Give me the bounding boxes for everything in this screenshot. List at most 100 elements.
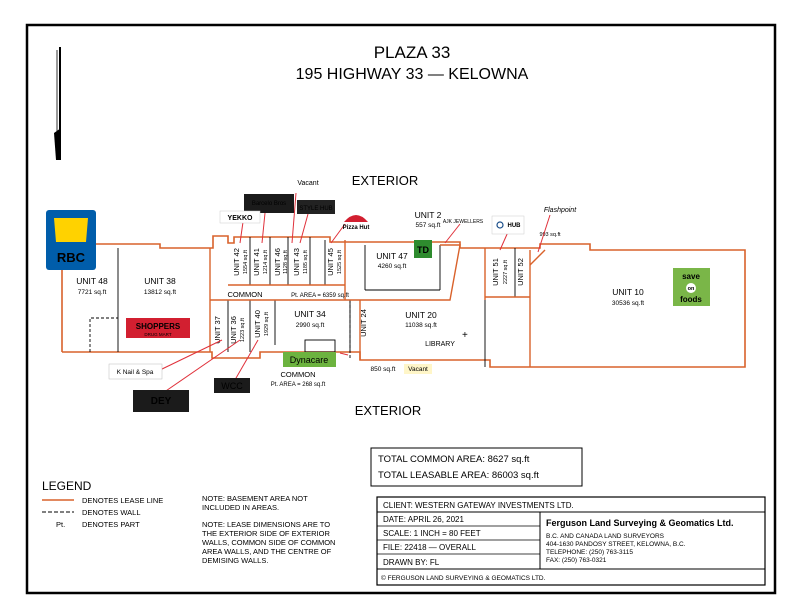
vacant-top-label: Vacant: [297, 180, 318, 187]
svg-text:DENOTES WALL: DENOTES WALL: [82, 508, 140, 517]
svg-text:HUB: HUB: [508, 223, 522, 229]
svg-text:WALLS, COMMON SIDE OF COMMON: WALLS, COMMON SIDE OF COMMON: [202, 538, 335, 547]
yekko-logo: YEKKO: [219, 210, 261, 224]
common-note-2: Pt. AREA = 268 sq.ft: [271, 382, 326, 388]
svg-text:YEKKO: YEKKO: [228, 215, 253, 222]
svg-text:AJK JEWELLERS: AJK JEWELLERS: [443, 219, 484, 225]
svg-text:11038 sq.ft: 11038 sq.ft: [405, 322, 437, 329]
common-note-1: Pt. AREA = 6359 sq.ft: [291, 293, 349, 299]
svg-text:2990 sq.ft: 2990 sq.ft: [296, 322, 325, 329]
svg-text:on: on: [688, 286, 695, 292]
svg-text:THE EXTERIOR SIDE OF EXTERIOR: THE EXTERIOR SIDE OF EXTERIOR: [202, 529, 331, 538]
wcc-logo: WCC: [214, 378, 250, 393]
svg-text:UNIT 36: UNIT 36: [229, 316, 238, 344]
td-logo: TD: [414, 240, 432, 258]
svg-text:DRUG MART: DRUG MART: [144, 332, 171, 337]
client-field: CLIENT: WESTERN GATEWAY INVESTMENTS LTD.: [383, 501, 574, 510]
legend: LEGEND DENOTES LEASE LINE DENOTES WALL P…: [42, 479, 163, 529]
svg-text:Vacant: Vacant: [408, 366, 428, 373]
file-field: FILE: 22418 — OVERALL: [383, 543, 476, 552]
unit-34-label: UNIT 34 2990 sq.ft: [294, 309, 326, 329]
drawn-by-field: DRAWN BY: FL: [383, 558, 440, 567]
svg-text:1214 sq.ft: 1214 sq.ft: [263, 249, 269, 274]
unit-10-label: UNIT 10 30536 sq.ft: [612, 287, 644, 307]
svg-text:UNIT 45: UNIT 45: [326, 248, 335, 276]
svg-text:TELEPHONE: (250) 763-3115: TELEPHONE: (250) 763-3115: [546, 549, 633, 556]
rbc-logo: RBC: [46, 210, 96, 270]
company-name: Ferguson Land Surveying & Geomatics Ltd.: [546, 518, 734, 528]
unit-36-label: UNIT 36 1223 sq.ft: [229, 316, 246, 344]
library-plus-icon: +: [462, 330, 468, 341]
svg-text:NOTE: BASEMENT AREA NOT: NOTE: BASEMENT AREA NOT: [202, 494, 308, 503]
plan-title: PLAZA 33: [374, 43, 451, 62]
svg-text:UNIT 37: UNIT 37: [213, 316, 222, 344]
svg-text:UNIT 10: UNIT 10: [612, 287, 644, 297]
svg-text:1929 sq.ft: 1929 sq.ft: [264, 311, 270, 336]
legend-title: LEGEND: [42, 479, 92, 493]
copyright: © FERGUSON LAND SURVEYING & GEOMATICS LT…: [381, 574, 546, 582]
svg-text:DENOTES PART: DENOTES PART: [82, 520, 140, 529]
lease-lines: [209, 240, 546, 367]
svg-text:2227 sq.ft: 2227 sq.ft: [503, 259, 509, 284]
unit-labels: UNIT 48 7721 sq.ft UNIT 38 13812 sq.ft U…: [76, 210, 644, 344]
style-hub-logo: STYLE HUB: [297, 200, 335, 214]
svg-text:1223 sq.ft: 1223 sq.ft: [240, 317, 246, 342]
svg-text:UNIT 40: UNIT 40: [253, 310, 262, 338]
shoppers-logo: SHOPPERS DRUG MART: [126, 318, 190, 338]
svg-text:UNIT 51: UNIT 51: [491, 258, 500, 286]
svg-text:UNIT 43: UNIT 43: [292, 248, 301, 276]
title-block: CLIENT: WESTERN GATEWAY INVESTMENTS LTD.…: [376, 496, 766, 586]
svg-text:STYLE HUB: STYLE HUB: [299, 206, 332, 212]
exterior-bottom-label: EXTERIOR: [355, 403, 421, 418]
svg-text:UNIT 46: UNIT 46: [273, 248, 282, 276]
svg-text:UNIT 52: UNIT 52: [516, 258, 525, 286]
svg-text:UNIT 41: UNIT 41: [252, 248, 261, 276]
svg-text:993 sq.ft: 993 sq.ft: [539, 232, 561, 238]
svg-text:AREA WALLS, AND THE CENTRE OF: AREA WALLS, AND THE CENTRE OF: [202, 547, 332, 556]
dey-logo: DEY: [133, 390, 189, 412]
ajk-jewellers-logo: AJK JEWELLERS: [443, 219, 484, 225]
unit-37-label: UNIT 37: [213, 316, 222, 344]
dynacare-logo: Dynacare: [283, 352, 336, 367]
svg-text:UNIT 20: UNIT 20: [405, 310, 437, 320]
common-label-2: COMMON: [281, 370, 316, 379]
svg-text:404-1630 PANDOSY STREET, KELOW: 404-1630 PANDOSY STREET, KELOWNA, B.C.: [546, 541, 686, 548]
svg-text:557 sq.ft: 557 sq.ft: [416, 222, 441, 229]
svg-text:RBC: RBC: [57, 250, 86, 265]
unit-48-label: UNIT 48 7721 sq.ft: [76, 276, 108, 296]
date-field: DATE: APRIL 26, 2021: [383, 515, 464, 524]
unit-52-label: UNIT 52 993 sq.ft: [516, 232, 561, 286]
unit-43-label: UNIT 43 1185 sq.ft: [292, 248, 309, 276]
notes: NOTE: BASEMENT AREA NOT INCLUDED IN AREA…: [202, 494, 335, 565]
total-leasable-area: TOTAL LEASABLE AREA: 86003 sq.ft: [378, 470, 539, 481]
svg-text:SHOPPERS: SHOPPERS: [136, 322, 181, 331]
unit-40-label: UNIT 40 1929 sq.ft: [253, 310, 270, 338]
svg-text:UNIT 48: UNIT 48: [76, 276, 108, 286]
svg-text:UNIT 47: UNIT 47: [376, 251, 408, 261]
unit-45-label: UNIT 45 1525 sq.ft: [326, 248, 343, 276]
svg-text:save: save: [682, 272, 700, 281]
svg-text:Dynacare: Dynacare: [290, 355, 329, 365]
svg-text:UNIT 2: UNIT 2: [415, 210, 442, 220]
svg-text:Flashpoint: Flashpoint: [544, 207, 577, 214]
svg-text:K Nail & Spa: K Nail & Spa: [117, 369, 154, 376]
svg-text:foods: foods: [680, 295, 702, 304]
unit-41-label: UNIT 41 1214 sq.ft: [252, 248, 269, 276]
svg-text:DENOTES LEASE LINE: DENOTES LEASE LINE: [82, 496, 163, 505]
unit-51-label: UNIT 51 2227 sq.ft: [491, 258, 509, 286]
svg-text:Pizza Hut: Pizza Hut: [343, 225, 370, 231]
svg-text:B.C. AND CANADA LAND SURVEYORS: B.C. AND CANADA LAND SURVEYORS: [546, 533, 665, 540]
svg-text:1185 sq.ft: 1185 sq.ft: [303, 250, 309, 274]
pizza-hut-logo: Pizza Hut: [343, 215, 370, 231]
unit-2-label: UNIT 2 557 sq.ft: [415, 210, 442, 229]
library-label: LIBRARY: [425, 341, 455, 348]
svg-text:UNIT 24: UNIT 24: [359, 309, 368, 337]
svg-text:1554 sq.ft: 1554 sq.ft: [243, 249, 249, 274]
unit-47-label: UNIT 47 4260 sq.ft: [376, 251, 408, 270]
unit-42-label: UNIT 42 1554 sq.ft: [232, 248, 249, 276]
svg-text:1525 sq.ft: 1525 sq.ft: [337, 249, 343, 274]
svg-text:Barcelo Bros: Barcelo Bros: [252, 201, 286, 207]
flashpoint-logo: Flashpoint: [544, 207, 577, 214]
svg-text:30536 sq.ft: 30536 sq.ft: [612, 300, 644, 307]
